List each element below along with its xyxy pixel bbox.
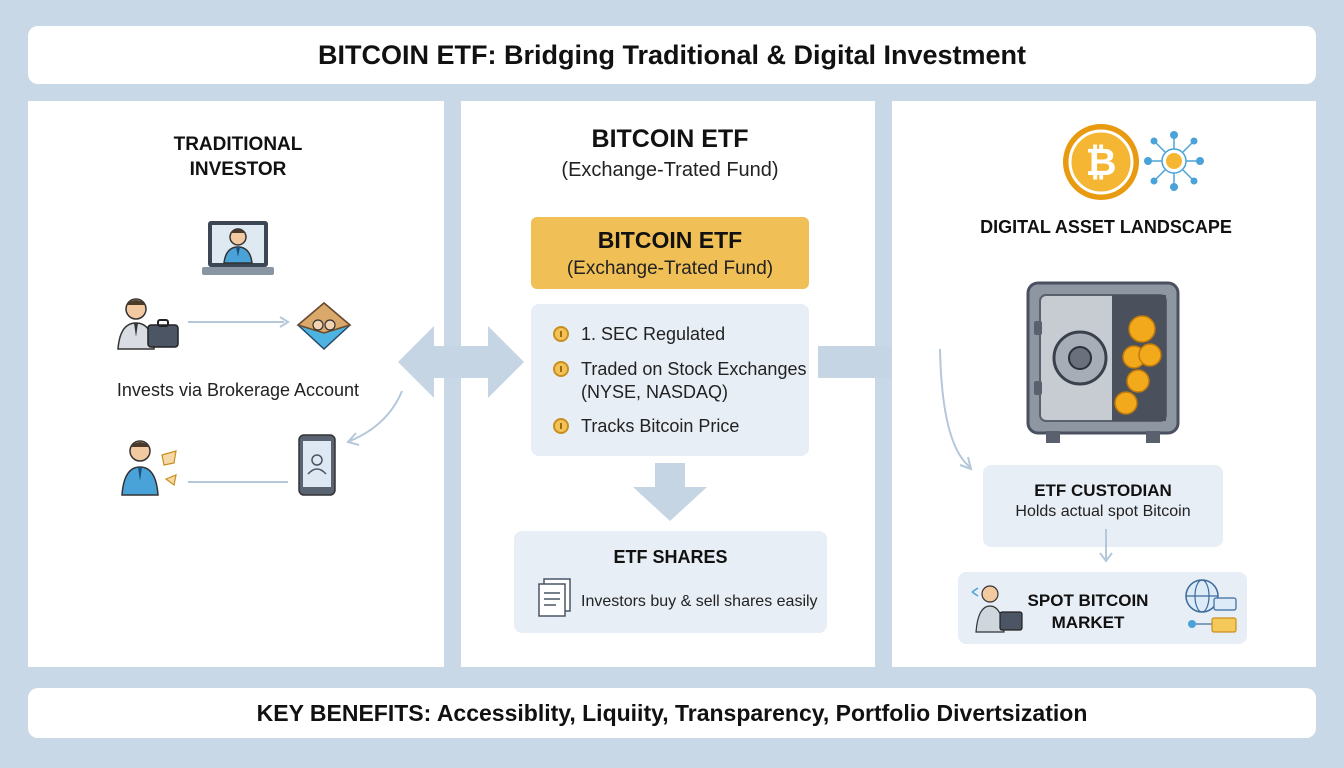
etf-subheading: (Exchange-Trated Fund) [561,159,779,181]
digital-asset-panel: ₿ DIGITAL ASSET LANDSCAPE [892,101,1316,667]
feature-2-detail: (NYSE, NASDAQ) [581,382,729,402]
etf-features-card: 1. SEC Regulated Traded on Stock Exchang… [531,304,809,456]
connector-line [188,481,288,483]
trader-icon [971,585,1023,633]
shares-text: Investors buy & sell shares easily [581,593,818,610]
market-line-1: SPOT BITCOIN [1027,591,1149,610]
safe-vault-icon [1026,281,1180,443]
heading-line-2: INVESTOR [189,159,287,180]
person-hands-icon [121,440,177,496]
traditional-investor-heading: TRADITIONAL INVESTOR [28,132,448,182]
traditional-investor-panel: TRADITIONAL INVESTOR Invests via Brokera… [28,101,444,667]
blockchain-network-icon [1144,131,1204,191]
handshake-icon [296,302,352,351]
brokerage-caption: Invests via Brokerage Account [116,380,360,400]
feature-1: 1. SEC Regulated [581,324,726,344]
key-benefits-banner: KEY BENEFITS: Accessiblity, Liquiity, Tr… [28,688,1316,738]
laptop-person-icon [202,221,274,275]
spot-bitcoin-market-card: SPOT BITCOIN MARKET [958,572,1247,644]
double-arrow-left-center [398,326,524,398]
etf-shares-card: ETF SHARES Investors buy & sell shares e… [514,531,827,633]
market-line-2: MARKET [1051,613,1125,632]
page-title: BITCOIN ETF: Bridging Traditional & Digi… [28,26,1316,84]
document-icon [538,578,571,617]
badge-title: BITCOIN ETF [597,227,743,253]
feature-3: Tracks Bitcoin Price [581,416,740,436]
feature-2: Traded on Stock Exchanges [581,359,807,379]
heading-line-1: TRADITIONAL [173,134,303,155]
badge-subtitle: (Exchange-Trated Fund) [566,258,774,279]
bitcoin-coin-icon: ₿ [1063,124,1139,200]
shares-title: ETF SHARES [613,547,728,567]
down-arrow [633,463,707,521]
connector-arrow [188,316,290,328]
custodian-text: Holds actual spot Bitcoin [1015,503,1191,520]
businessman-briefcase-icon [117,298,179,350]
coin-bullet-icon [553,361,569,377]
bitcoin-symbol: ₿ [1086,140,1117,184]
coin-bullet-icon [553,326,569,342]
etf-custodian-card: ETF CUSTODIAN Holds actual spot Bitcoin [983,465,1223,547]
globe-chart-icon [1185,579,1237,633]
curved-arrow [346,390,403,446]
digital-asset-heading: DIGITAL ASSET LANDSCAPE [980,217,1232,237]
spot-market-label: SPOT BITCOIN MARKET [1018,590,1158,634]
smartphone-icon [298,434,336,496]
etf-heading: BITCOIN ETF [591,125,749,153]
bitcoin-etf-panel: BITCOIN ETF (Exchange-Trated Fund) BITCO… [461,101,875,667]
curved-arrow-custodian [939,348,973,471]
etf-badge: BITCOIN ETF (Exchange-Trated Fund) [531,217,809,289]
down-small-arrow [1099,529,1113,563]
coin-bullet-icon [553,418,569,434]
custodian-title: ETF CUSTODIAN [1034,481,1172,500]
